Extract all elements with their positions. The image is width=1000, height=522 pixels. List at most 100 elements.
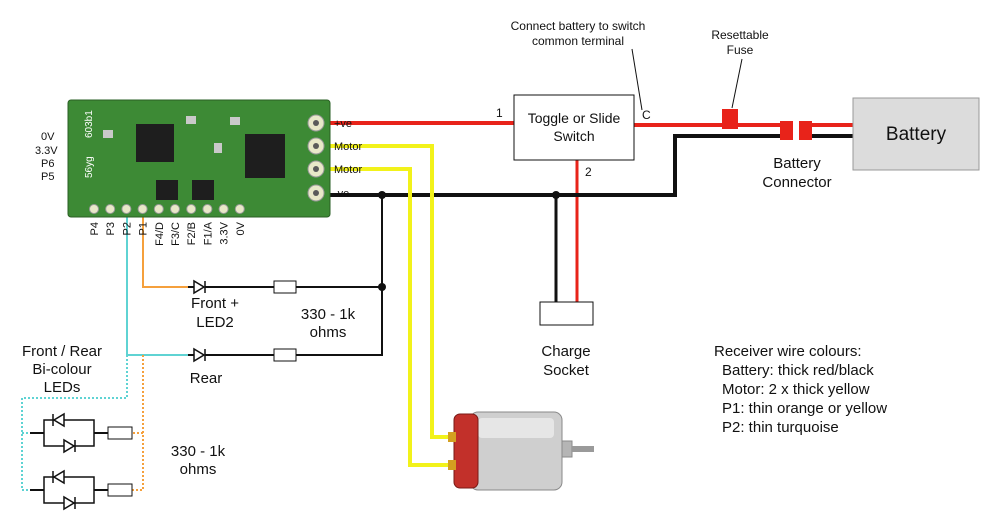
bottom-pad — [89, 204, 99, 214]
resistor-icon — [107, 426, 133, 440]
switch-note-line1: Connect battery to switch — [511, 19, 646, 33]
small-component — [214, 143, 222, 153]
pad-label-motor-a: Motor — [334, 141, 362, 153]
left-label-3v3: 3.3V — [35, 145, 58, 157]
switch-title-line2: Switch — [553, 128, 594, 144]
motor-body-highlight — [478, 418, 554, 438]
junction-dot — [378, 283, 386, 291]
small-component — [186, 116, 196, 124]
legend-item-p1: P1: thin orange or yellow — [722, 400, 887, 417]
battery-label: Battery — [886, 124, 947, 145]
diode-icon — [52, 469, 65, 485]
dotted-orange-lead — [132, 355, 144, 491]
bicolour-res-label-line2: ohms — [180, 461, 217, 478]
bottom-label: P2 — [121, 222, 133, 235]
switch-pin-1: 1 — [496, 106, 503, 120]
bottom-label: F1/A — [202, 221, 214, 245]
diode-icon — [193, 279, 206, 295]
bicolour-label-line1: Front / Rear — [22, 343, 102, 360]
pad-label-negative: -ve — [334, 188, 349, 200]
black-wire-led-return — [296, 195, 383, 356]
bottom-pad — [105, 204, 116, 214]
bicolour-label-line2: Bi-colour — [32, 361, 91, 378]
bicolour-led-pair — [30, 469, 133, 511]
right-pads — [307, 114, 325, 202]
resistor-icon — [273, 348, 297, 362]
motor-terminal — [448, 432, 456, 442]
switch-pin-c: C — [642, 108, 651, 122]
front-led-label-line2: LED2 — [196, 314, 234, 331]
motor-shaft — [572, 446, 594, 452]
resistor-label-line2: ohms — [310, 324, 347, 341]
bottom-pad — [202, 204, 213, 214]
diode-icon — [193, 347, 206, 363]
switch: Toggle or Slide Switch 1 C 2 — [496, 94, 651, 179]
mcu-chip — [136, 124, 174, 162]
diode-icon — [52, 412, 65, 428]
small-component — [230, 117, 240, 125]
bottom-pad — [170, 204, 180, 214]
front-led — [188, 279, 297, 295]
driver-chip — [192, 180, 214, 200]
socket-label-line1: Charge — [541, 343, 590, 360]
battery — [852, 97, 980, 171]
resistor-icon — [107, 483, 133, 497]
switch-pin-2: 2 — [585, 165, 592, 179]
fuse-label-line2: Fuse — [727, 43, 754, 57]
connector-label-line2: Connector — [762, 174, 831, 191]
bottom-pad — [137, 204, 148, 214]
resistor-label-line1: 330 - 1k — [301, 306, 356, 323]
motor-end-cap — [453, 413, 479, 489]
small-component — [103, 130, 113, 138]
wire-colour-legend: Receiver wire colours: Battery: thick re… — [714, 343, 887, 436]
rear-led — [188, 347, 297, 363]
fuse-pointer — [731, 58, 743, 109]
led-loop — [43, 419, 95, 447]
bicolour-label-line3: LEDs — [44, 379, 81, 396]
dotted-turquoise-lead — [21, 355, 128, 491]
bottom-label: F2/B — [186, 222, 198, 245]
bicolour-leds — [30, 412, 133, 511]
bottom-pad — [186, 204, 197, 214]
bicolour-led-pair — [30, 412, 133, 454]
left-label-0v: 0V — [41, 131, 55, 143]
left-label-p5: P5 — [41, 171, 54, 183]
switch-note-line2: common terminal — [532, 34, 624, 48]
switch-title-line1: Toggle or Slide — [528, 110, 621, 126]
driver-chip — [156, 180, 178, 200]
switch-box — [513, 94, 635, 161]
pad-label-motor-b: Motor — [334, 164, 362, 176]
board-text: 56yg — [84, 156, 95, 178]
pad-hole — [313, 190, 319, 196]
pad-hole — [313, 120, 319, 126]
pad-hole — [313, 143, 319, 149]
bottom-pad — [121, 204, 132, 214]
yellow-wire-motor-a — [322, 144, 455, 439]
bottom-label: P4 — [89, 222, 101, 235]
bottom-pad — [153, 204, 164, 214]
led-loop — [43, 476, 95, 504]
board-text: 603b1 — [84, 110, 95, 138]
pad-label-positive: +ve — [334, 118, 352, 130]
bottom-label: P1 — [138, 222, 150, 235]
legend-item-motor: Motor: 2 x thick yellow — [722, 381, 870, 398]
resistor-icon — [273, 280, 297, 294]
orange-wire-p1 — [142, 210, 188, 288]
connector-label-line1: Battery — [773, 155, 821, 172]
bicolour-res-label-line1: 330 - 1k — [171, 443, 226, 460]
bottom-label: F3/C — [170, 222, 182, 246]
fuse — [722, 109, 738, 129]
legend-item-battery: Battery: thick red/black — [722, 362, 874, 379]
charge-socket — [539, 301, 594, 326]
diode-icon — [63, 438, 76, 454]
radio-chip — [245, 134, 285, 178]
yellow-wire-motor-b — [322, 167, 452, 467]
motor-bushing — [561, 440, 573, 458]
bottom-label: 0V — [235, 221, 247, 235]
legend-title: Receiver wire colours: — [714, 343, 862, 360]
legend-item-p2: P2: thin turquoise — [722, 419, 839, 436]
bottom-pad — [234, 204, 245, 214]
connector-half — [799, 121, 812, 140]
